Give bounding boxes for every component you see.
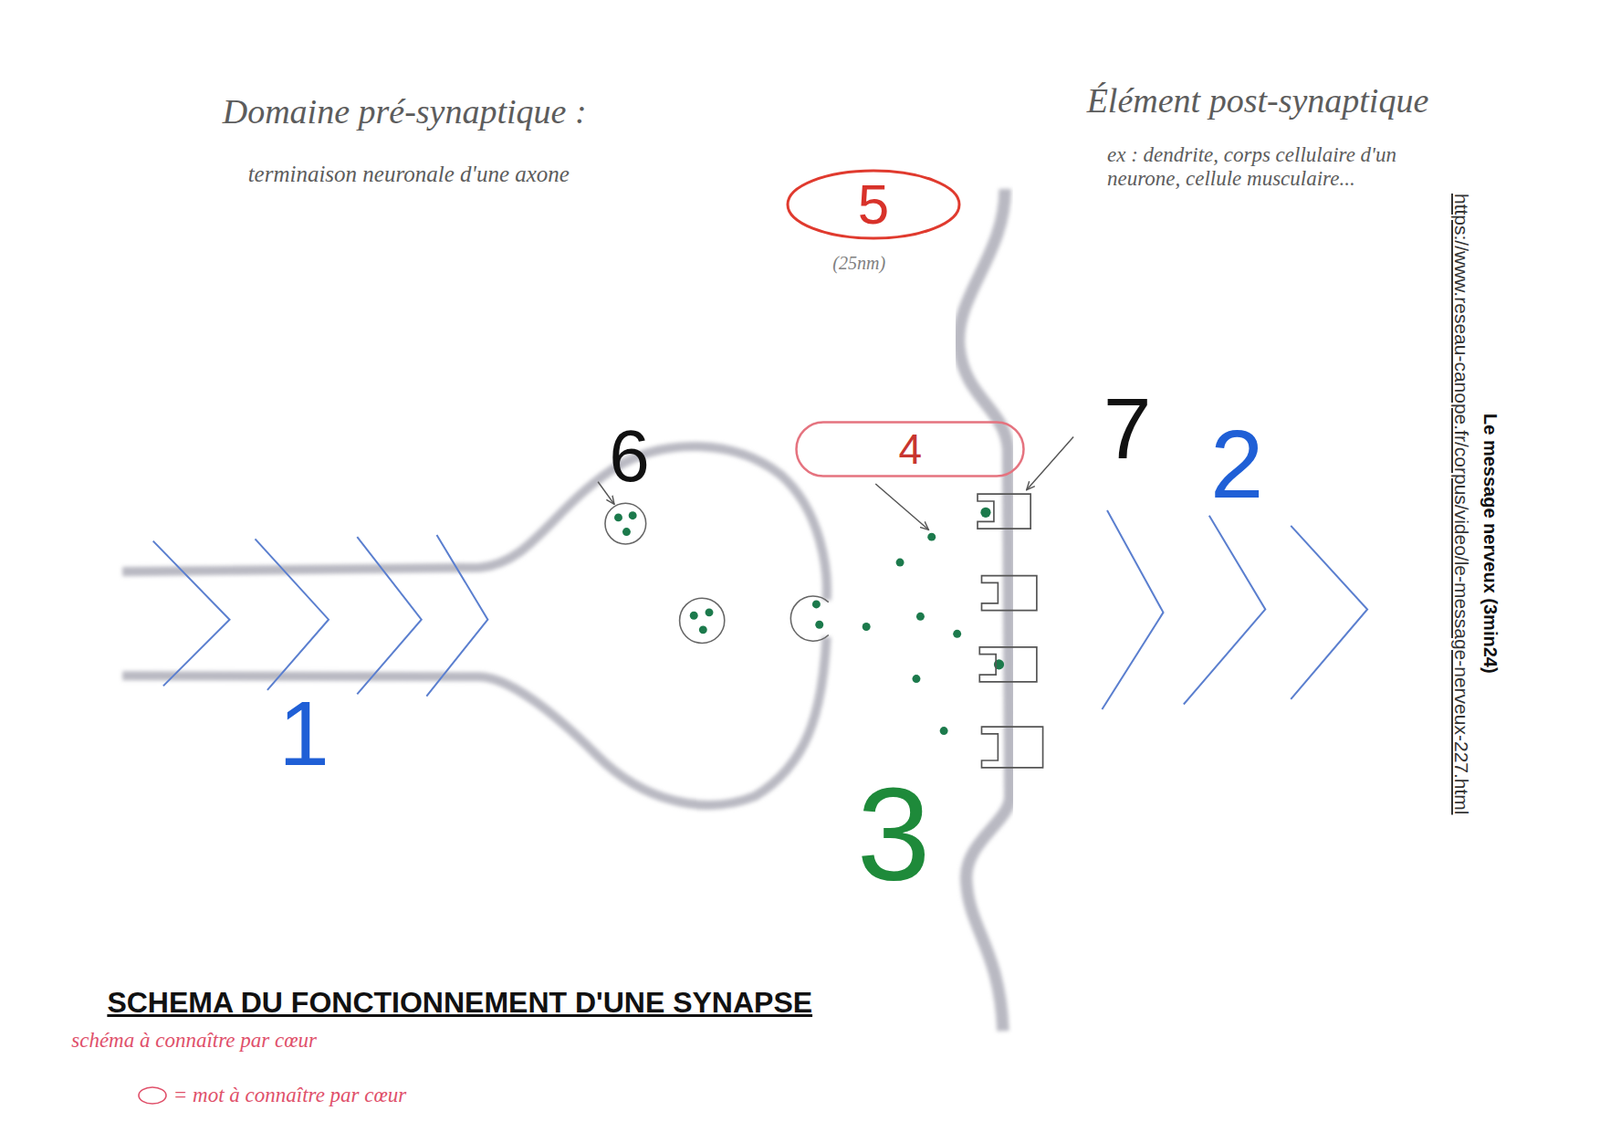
callout-number: 5 <box>857 176 889 233</box>
callout-number: 1 <box>278 687 330 779</box>
leader-line <box>597 437 1074 531</box>
callout-number: 4 <box>898 428 922 471</box>
neurotransmitter <box>614 507 1004 735</box>
callout-number: 2 <box>1210 416 1264 513</box>
region-note: ex : dendrite, corps cellulaire d'un neu… <box>1107 143 1427 192</box>
region-heading: Élément post-synaptique <box>1087 81 1430 122</box>
synaptic-vesicle <box>605 502 829 643</box>
video-title: Le message nerveux (3min24) <box>1479 413 1501 674</box>
callout-number: 3 <box>857 768 931 901</box>
legend-text: = mot à connaître par cœur <box>173 1083 408 1108</box>
callout-number: 6 <box>608 419 650 493</box>
receptor <box>977 493 1044 768</box>
signal-chevrons <box>153 510 1368 710</box>
legend-oval-sample <box>136 1084 168 1107</box>
keyword-oval: 5 <box>785 168 962 241</box>
handwritten-note: schéma à connaître par cœur <box>71 1028 317 1053</box>
region-subtitle: terminaison neuronale d'une axone <box>248 161 570 189</box>
keyword-box: 4 <box>794 420 1025 478</box>
region-heading: Domaine pré-synaptique : <box>222 92 587 133</box>
video-link: https://www.reseau-canope.fr/corpus/vide… <box>1450 193 1473 816</box>
callout-number: 7 <box>1103 385 1152 472</box>
presynaptic-membrane <box>122 637 827 806</box>
presynaptic-membrane <box>122 446 827 600</box>
diagram-title: SCHEMA DU FONCTIONNEMENT D'UNE SYNAPSE <box>106 985 813 1020</box>
legend-entry: = mot à connaître par cœur <box>136 1083 408 1108</box>
dimension-label: (25nm) <box>832 253 886 272</box>
